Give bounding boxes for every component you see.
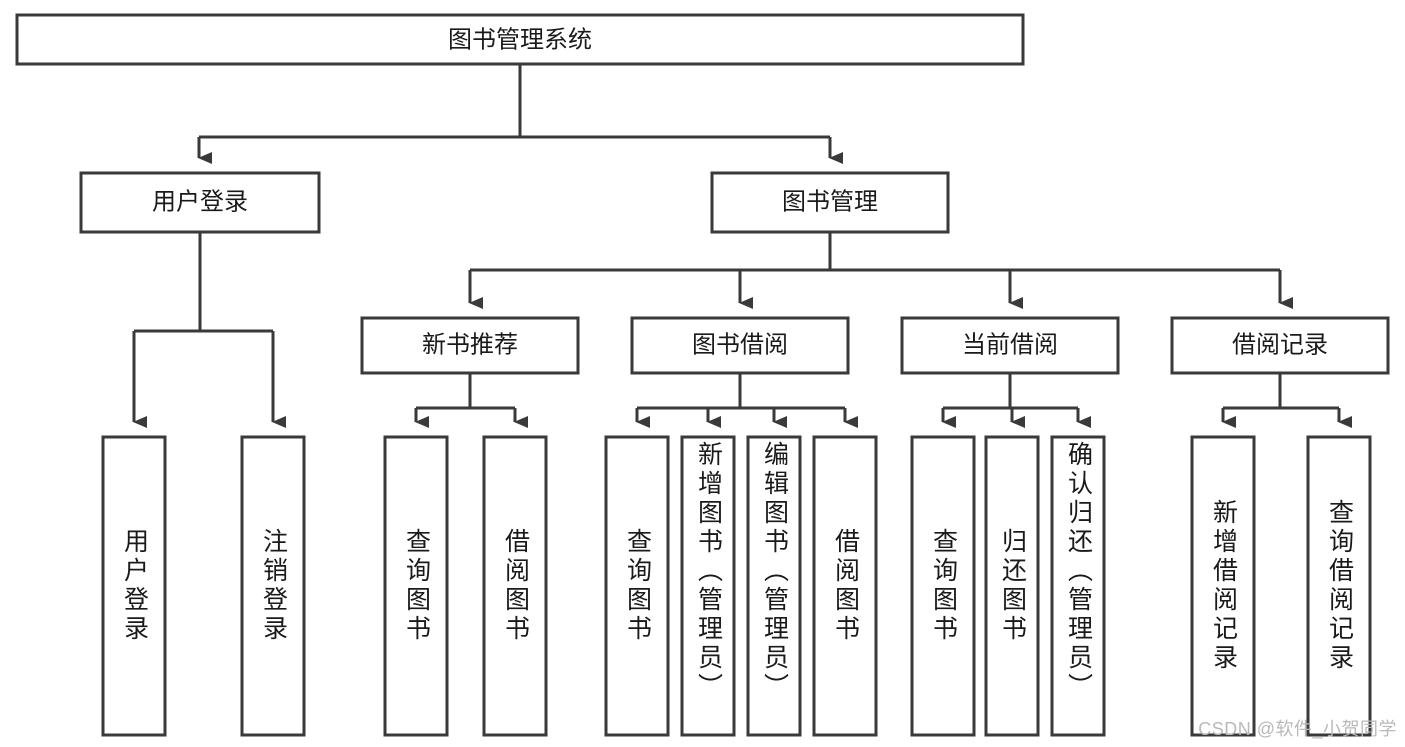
node-book-borrowing-box — [630, 316, 850, 375]
leaf-box-add-record[interactable] — [1190, 435, 1256, 737]
watermark: CSDN @软件_小贺同学 — [1198, 719, 1397, 739]
node-borrowing-record[interactable]: 借阅记录 — [1170, 316, 1390, 375]
leaf-box-logout[interactable] — [240, 435, 306, 737]
node-book-management-box — [710, 171, 950, 234]
leaf-box-return-book[interactable] — [984, 435, 1040, 737]
leaf-box-add-book[interactable] — [680, 435, 736, 737]
leaf-box-borrow-book-1[interactable] — [482, 435, 548, 737]
node-user-login[interactable]: 用户登录 — [79, 171, 321, 234]
node-root-label: 图书管理系统 — [448, 26, 592, 53]
node-borrowing-record-box — [1170, 316, 1390, 375]
node-current-borrowing-box — [900, 316, 1120, 375]
node-book-management[interactable]: 图书管理 — [710, 171, 950, 234]
node-book-borrowing[interactable]: 图书借阅 — [630, 316, 850, 375]
leaf-box-query-record[interactable] — [1306, 435, 1372, 737]
node-borrowing-record-label: 借阅记录 — [1232, 331, 1328, 358]
node-root-box — [15, 13, 1025, 66]
leaf-box-borrow-book-2[interactable] — [812, 435, 878, 737]
node-new-book-recommendation-box — [360, 316, 580, 375]
node-book-management-label: 图书管理 — [782, 188, 878, 215]
leaf-box-edit-book[interactable] — [746, 435, 802, 737]
node-new-book-recommendation-label: 新书推荐 — [422, 331, 518, 358]
node-current-borrowing[interactable]: 当前借阅 — [900, 316, 1120, 375]
leaf-box-user-login[interactable] — [101, 435, 167, 737]
leaf-box-confirm-return[interactable] — [1050, 435, 1106, 737]
node-new-book-recommendation[interactable]: 新书推荐 — [360, 316, 580, 375]
node-book-borrowing-label: 图书借阅 — [692, 331, 788, 358]
leaf-box-query-book-2[interactable] — [604, 435, 670, 737]
leaf-box-query-book-3[interactable] — [910, 435, 976, 737]
node-user-login-label: 用户登录 — [152, 188, 248, 215]
node-root[interactable]: 图书管理系统 — [15, 13, 1025, 66]
node-current-borrowing-label: 当前借阅 — [962, 331, 1058, 358]
leaf-box-query-book-1[interactable] — [383, 435, 449, 737]
